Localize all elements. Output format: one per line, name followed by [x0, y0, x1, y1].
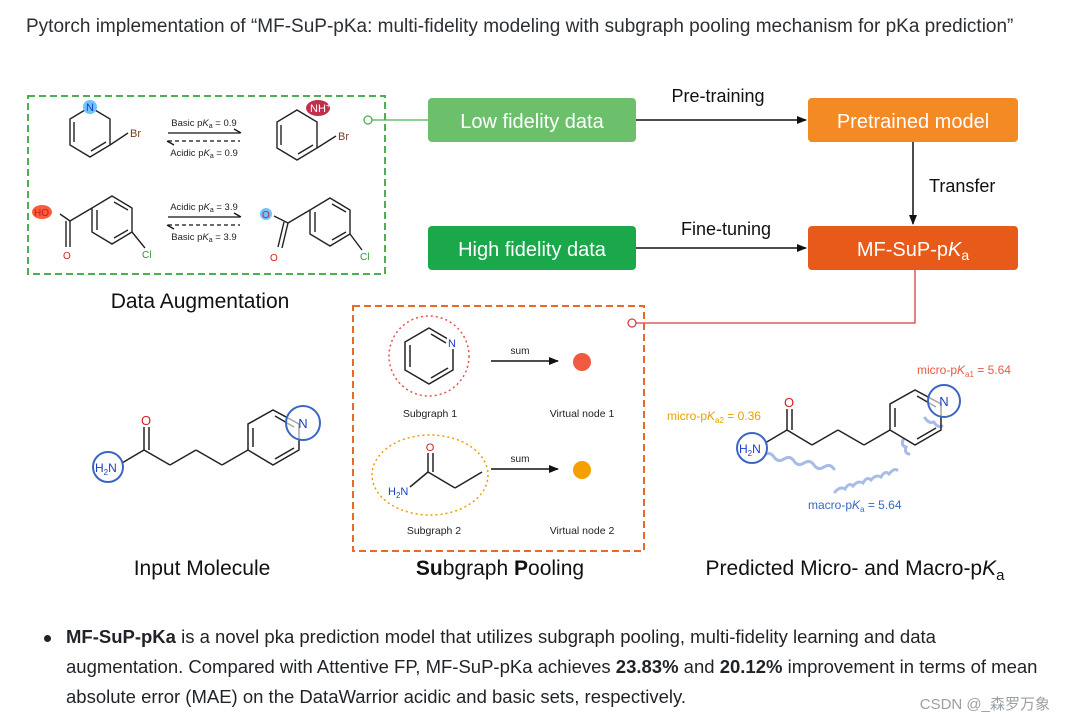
low-fidelity-label: Low fidelity data: [460, 111, 604, 133]
molecule-chlorobenzoic-acid: [59, 195, 146, 249]
mfsup-label: MF-SuP-pKa: [857, 239, 969, 263]
atom-o-label-2: O: [270, 253, 278, 264]
subgraph2-label: Subgraph 2: [407, 525, 461, 537]
equilibrium-arrows-1: [166, 128, 242, 146]
subgraph1-n-bg: [447, 336, 458, 349]
predicted-n-circle: [927, 384, 961, 418]
subgraph2-h2n-label: H2N: [388, 486, 408, 500]
virtual-node-1-label: Virtual node 1: [550, 408, 615, 420]
pretrained-box: [808, 98, 1018, 142]
transfer-label: Transfer: [929, 176, 995, 196]
sum-label-1: sum: [511, 346, 530, 357]
virtual-node-1-dot: [573, 353, 591, 371]
pooling-caption: Subgraph Pooling: [416, 557, 584, 580]
basic-pka-label-2: Basic pKa = 3.9: [171, 232, 236, 244]
high-fidelity-label: High fidelity data: [458, 239, 607, 261]
mfsup-pooling-connector-dot: [627, 318, 637, 328]
acidic-pka-label-1: Acidic pKa = 0.9: [170, 148, 238, 160]
mfsup-pooling-connector: [636, 270, 916, 324]
predicted-h2n-label: H2N: [739, 442, 761, 458]
atom-br-label: Br: [130, 128, 141, 140]
subgraph1-outline: [388, 315, 470, 397]
atom-ho-label: HO: [34, 208, 49, 219]
improvement-basic: 20.12%: [719, 656, 783, 677]
n-highlight: [83, 100, 97, 114]
augmentation-caption: Data Augmentation: [111, 290, 290, 313]
mfsup-box: [808, 226, 1018, 270]
sum-label-2: sum: [511, 454, 530, 465]
input-n-label: N: [298, 416, 307, 431]
atom-o-label: O: [63, 251, 71, 262]
input-h2n-label: H2N: [95, 461, 117, 477]
prediction-caption: Predicted Micro- and Macro-pKa: [706, 557, 1006, 584]
high-fidelity-box: [428, 226, 636, 270]
atom-n-label: N: [86, 102, 94, 114]
ho-highlight: [32, 205, 52, 219]
input-h2n-circle: [92, 451, 124, 483]
watermark: CSDN @_森罗万象: [919, 696, 1050, 713]
atom-cl-label-2: Cl: [360, 252, 369, 263]
nh-highlight: [306, 100, 330, 116]
subgraph1-n-label: N: [448, 338, 456, 350]
virtual-node-2-label: Virtual node 2: [550, 525, 615, 537]
molecule-chlorobenzoate: [273, 197, 363, 251]
basic-pka-label-1: Basic pKa = 0.9: [171, 118, 236, 130]
pretraining-label: Pre-training: [671, 86, 764, 106]
bullet-dot: [44, 635, 51, 642]
subgraph2-o-label: O: [426, 442, 435, 454]
atom-br-label-2: Br: [338, 131, 349, 143]
predicted-h2n-circle: [736, 432, 768, 464]
o-minus-highlight: [260, 208, 272, 220]
intro-text: Pytorch implementation of “MF-SuP-pKa: m…: [26, 16, 1014, 37]
augmentation-box: [27, 95, 386, 275]
virtual-node-2-dot: [573, 461, 591, 479]
molecule-bromopyridinium: [276, 109, 337, 161]
low-fidelity-box: [428, 98, 636, 142]
atom-o-minus-label: O: [262, 210, 270, 221]
subgraph1-pyridine: [404, 327, 454, 385]
micro-pka1-label: micro-pKa1 = 5.64: [917, 363, 1011, 379]
acidic-pka-label-2: Acidic pKa = 3.9: [170, 202, 238, 214]
summary-text: MF-SuP-pKa is a novel pka prediction mod…: [66, 626, 1038, 707]
augmentation-connector-dot: [363, 115, 373, 125]
atom-cl-label: Cl: [142, 250, 151, 261]
predicted-n-label: N: [939, 394, 948, 409]
subgraph2-outline: [371, 434, 489, 516]
pretrained-label: Pretrained model: [837, 111, 989, 133]
molecule-bromopyridine: [69, 106, 129, 158]
macro-pka-label: macro-pKa = 5.64: [808, 498, 902, 514]
micro-pka2-label: micro-pKa2 = 0.36: [667, 409, 761, 425]
subgraph1-label: Subgraph 1: [403, 408, 457, 420]
input-n-circle: [285, 405, 321, 441]
atom-nh-label: NH+: [310, 101, 331, 115]
finetuning-label: Fine-tuning: [681, 219, 771, 239]
predicted-wavy-lines: [762, 416, 944, 494]
improvement-acidic: 23.83%: [615, 656, 679, 677]
input-o-label: O: [141, 413, 151, 428]
predicted-o-label: O: [784, 395, 794, 410]
subgraph2-propanamide: [409, 453, 483, 489]
pooling-box: [352, 305, 645, 552]
equilibrium-arrows-2: [166, 212, 242, 230]
input-molecule-caption: Input Molecule: [134, 557, 271, 580]
model-name: MF-SuP-pKa: [66, 626, 176, 647]
